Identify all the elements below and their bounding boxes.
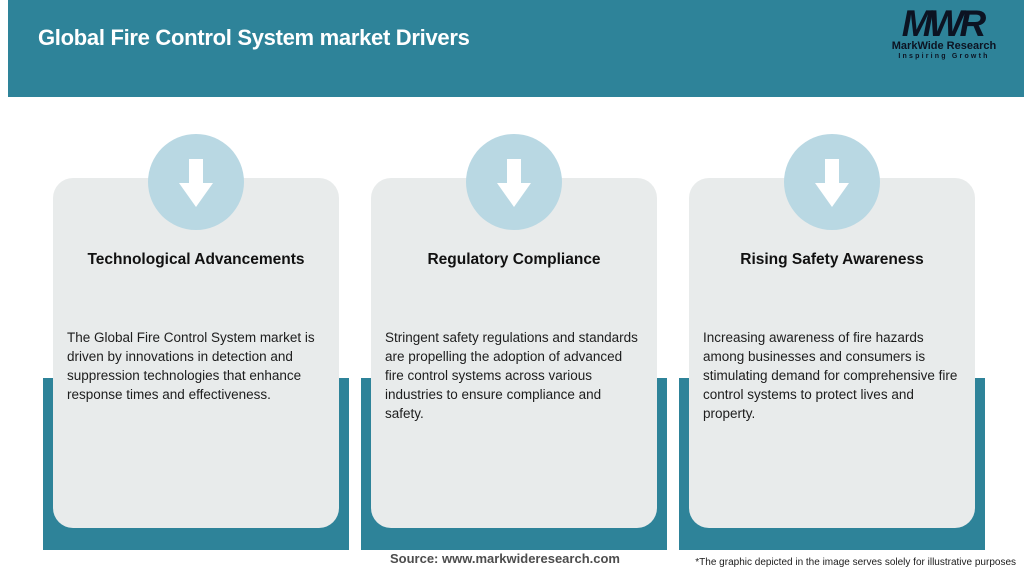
card-title: Rising Safety Awareness — [740, 251, 924, 268]
source-text: Source: www.markwideresearch.com — [389, 551, 620, 566]
markwide-logo: MWR MarkWide Research Inspiring Growth — [878, 3, 1010, 61]
mwr-monogram-logo: MWR — [901, 3, 986, 44]
card-title: Technological Advancements — [87, 251, 305, 268]
driver-card-regulatory-compliance: Regulatory Compliance Stringent safety r… — [361, 134, 667, 550]
arrow-down-icon — [497, 159, 531, 207]
card-panel: Technological Advancements The Global Fi… — [53, 178, 339, 528]
arrow-down-icon — [815, 159, 849, 207]
arrow-badge — [466, 134, 562, 230]
card-panel: Regulatory Compliance Stringent safety r… — [371, 178, 657, 528]
arrow-down-icon — [179, 159, 213, 207]
driver-card-technological-advancements: Technological Advancements The Global Fi… — [43, 134, 349, 550]
disclaimer-text: *The graphic depicted in the image serve… — [695, 557, 1016, 568]
card-panel: Rising Safety Awareness Increasing aware… — [689, 178, 975, 528]
page-title: Global Fire Control System market Driver… — [38, 25, 470, 50]
logo-company-name: MarkWide Research — [891, 40, 997, 52]
card-description: Stringent safety regulations and standar… — [385, 330, 638, 421]
card-description: Increasing awareness of fire hazards amo… — [703, 330, 958, 421]
card-title: Regulatory Compliance — [427, 251, 601, 268]
card-description: The Global Fire Control System market is… — [67, 330, 315, 402]
driver-card-rising-safety-awareness: Rising Safety Awareness Increasing aware… — [679, 134, 985, 550]
arrow-badge — [148, 134, 244, 230]
arrow-badge — [784, 134, 880, 230]
logo-tagline: Inspiring Growth — [898, 53, 990, 60]
header-banner: Global Fire Control System market Driver… — [8, 0, 1024, 97]
